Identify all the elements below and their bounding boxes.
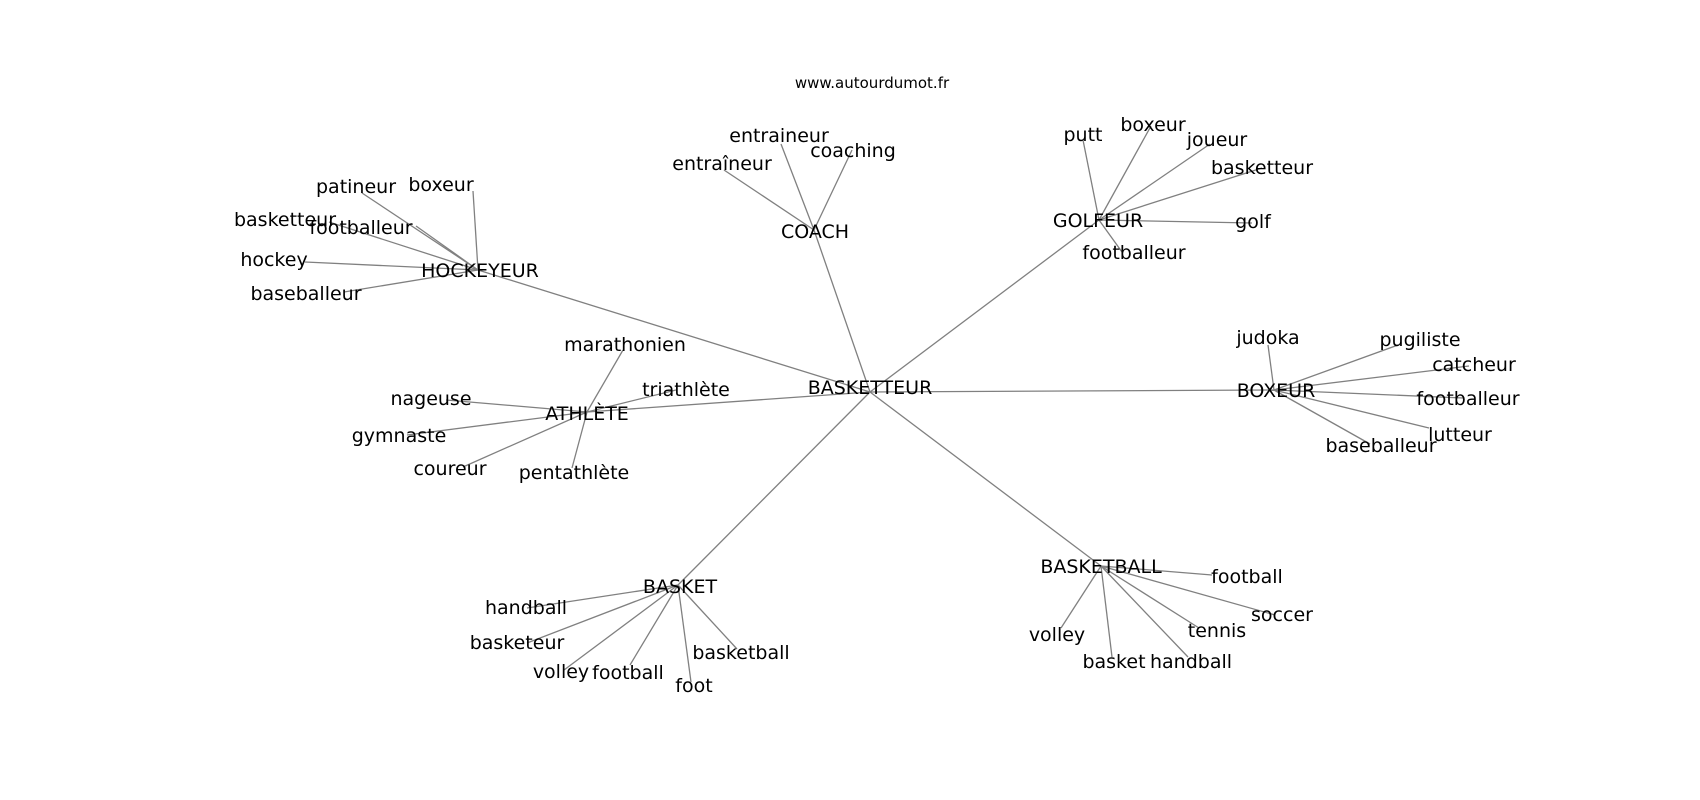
edge-center-boxeur [869, 389, 1275, 393]
edge-basket-3 [629, 584, 679, 666]
edge-athlete-5 [571, 411, 588, 469]
edge-golfeur-2 [1098, 143, 1211, 221]
word-node-golfeur-4[interactable]: golf [1235, 211, 1272, 233]
edge-golfeur-1 [1098, 125, 1152, 221]
edge-center-hockeyeur [477, 269, 871, 393]
source-site-label[interactable]: www.autourdumot.fr [795, 74, 950, 92]
center-word-node[interactable]: BASKETTEUR [808, 377, 933, 399]
edge-basket-5 [677, 584, 738, 650]
edge-golfeur-5 [1098, 219, 1123, 253]
edge-boxeur-4 [1273, 389, 1430, 429]
edge-boxeur-0 [1267, 344, 1275, 391]
word-node-athlete-4[interactable]: coureur [413, 458, 486, 480]
edge-boxeur-1 [1273, 344, 1399, 391]
edge-athlete-2 [445, 399, 588, 413]
edge-hockeyeur-5 [343, 269, 479, 293]
edge-athlete-0 [586, 349, 624, 413]
word-node-hockeyeur-0[interactable]: patineur [316, 176, 396, 198]
word-node-athlete-2[interactable]: nageuse [390, 388, 471, 410]
edge-hockeyeur-0 [361, 192, 479, 271]
word-node-basketball-0[interactable]: football [1211, 566, 1283, 588]
edge-center-athlete [586, 391, 871, 413]
edge-basketball-2 [1100, 565, 1200, 629]
word-node-basketball-5[interactable]: handball [1150, 651, 1232, 673]
edge-boxeur-3 [1273, 389, 1464, 399]
edge-basketball-3 [1060, 565, 1102, 629]
edge-athlete-4 [462, 411, 588, 468]
cluster-node-basket[interactable]: BASKET [643, 576, 718, 598]
word-node-basketball-1[interactable]: soccer [1251, 604, 1313, 626]
word-node-coach-1[interactable]: entraîneur [672, 153, 772, 175]
edge-center-basketball [869, 391, 1102, 567]
edge-basket-4 [677, 584, 692, 683]
edge-basketball-4 [1100, 565, 1113, 658]
word-node-basketball-3[interactable]: volley [1029, 624, 1085, 646]
edge-hockeyeur-4 [304, 261, 479, 271]
word-node-basket-3[interactable]: football [592, 662, 664, 684]
cluster-node-boxeur[interactable]: BOXEUR [1237, 380, 1316, 402]
edge-basketball-5 [1100, 565, 1189, 658]
word-node-basket-2[interactable]: volley [533, 661, 589, 683]
word-node-golfeur-3[interactable]: basketteur [1211, 157, 1313, 179]
cluster-node-golfeur[interactable]: GOLFEUR [1053, 210, 1143, 232]
edge-athlete-1 [586, 389, 677, 413]
edge-golfeur-4 [1098, 219, 1253, 224]
word-node-athlete-0[interactable]: marathonien [564, 334, 686, 356]
word-node-athlete-1[interactable]: triathlète [642, 379, 730, 401]
edge-center-golfeur [869, 219, 1100, 393]
word-node-golfeur-2[interactable]: joueur [1186, 129, 1248, 151]
edge-coach-2 [813, 149, 853, 231]
edge-hockeyeur-2 [328, 221, 479, 271]
word-node-boxeur-0[interactable]: judoka [1235, 327, 1299, 349]
word-node-boxeur-5[interactable]: baseballeur [1325, 435, 1436, 457]
edge-basketball-0 [1100, 565, 1213, 576]
word-node-golfeur-5[interactable]: footballeur [1082, 242, 1185, 264]
cluster-node-basketball[interactable]: BASKETBALL [1040, 556, 1162, 578]
word-node-athlete-3[interactable]: gymnaste [352, 425, 447, 447]
word-node-hockeyeur-2[interactable]: basketteur [234, 209, 336, 231]
word-node-athlete-5[interactable]: pentathlète [519, 462, 629, 484]
word-node-basketball-2[interactable]: tennis [1188, 620, 1246, 642]
word-node-boxeur-2[interactable]: catcheur [1432, 354, 1516, 376]
word-node-boxeur-4[interactable]: lutteur [1428, 424, 1492, 446]
word-node-boxeur-1[interactable]: pugiliste [1379, 329, 1460, 351]
word-node-boxeur-3[interactable]: footballeur [1416, 388, 1519, 410]
word-node-hockeyeur-1[interactable]: boxeur [408, 174, 473, 196]
edge-golfeur-0 [1082, 139, 1100, 221]
word-node-hockeyeur-5[interactable]: baseballeur [250, 283, 361, 305]
edge-center-coach [813, 229, 871, 393]
word-node-basket-5[interactable]: basketball [692, 642, 789, 664]
word-node-golfeur-0[interactable]: putt [1063, 124, 1102, 146]
word-node-hockeyeur-4[interactable]: hockey [240, 249, 307, 271]
edge-basketball-1 [1100, 565, 1276, 616]
cluster-node-coach[interactable]: COACH [781, 221, 849, 243]
edge-athlete-3 [406, 411, 588, 436]
word-node-basket-4[interactable]: foot [675, 675, 712, 697]
word-node-hockeyeur-3[interactable]: footballeur [309, 217, 412, 239]
word-node-basket-1[interactable]: basketeur [470, 632, 565, 654]
cluster-node-athlete[interactable]: ATHLÈTE [545, 402, 629, 425]
edge-hockeyeur-1 [472, 190, 479, 271]
edge-center-basket [677, 391, 871, 586]
edge-boxeur-5 [1273, 389, 1371, 445]
edge-basket-2 [563, 584, 679, 671]
word-node-coach-0[interactable]: entraineur [729, 125, 829, 147]
cluster-node-hockeyeur[interactable]: HOCKEYEUR [421, 260, 539, 282]
word-node-golfeur-1[interactable]: boxeur [1120, 114, 1185, 136]
edge-basket-1 [526, 584, 679, 644]
word-node-basket-0[interactable]: handball [485, 597, 567, 619]
edge-boxeur-2 [1273, 365, 1470, 391]
word-node-basketball-4[interactable]: basket [1082, 651, 1145, 673]
graph-edges [304, 125, 1470, 683]
edge-basket-0 [526, 584, 679, 609]
edge-coach-0 [780, 143, 815, 231]
word-node-coach-2[interactable]: coaching [810, 140, 896, 162]
edge-golfeur-3 [1098, 167, 1263, 221]
edge-hockeyeur-3 [415, 225, 479, 271]
edge-coach-1 [723, 169, 815, 231]
